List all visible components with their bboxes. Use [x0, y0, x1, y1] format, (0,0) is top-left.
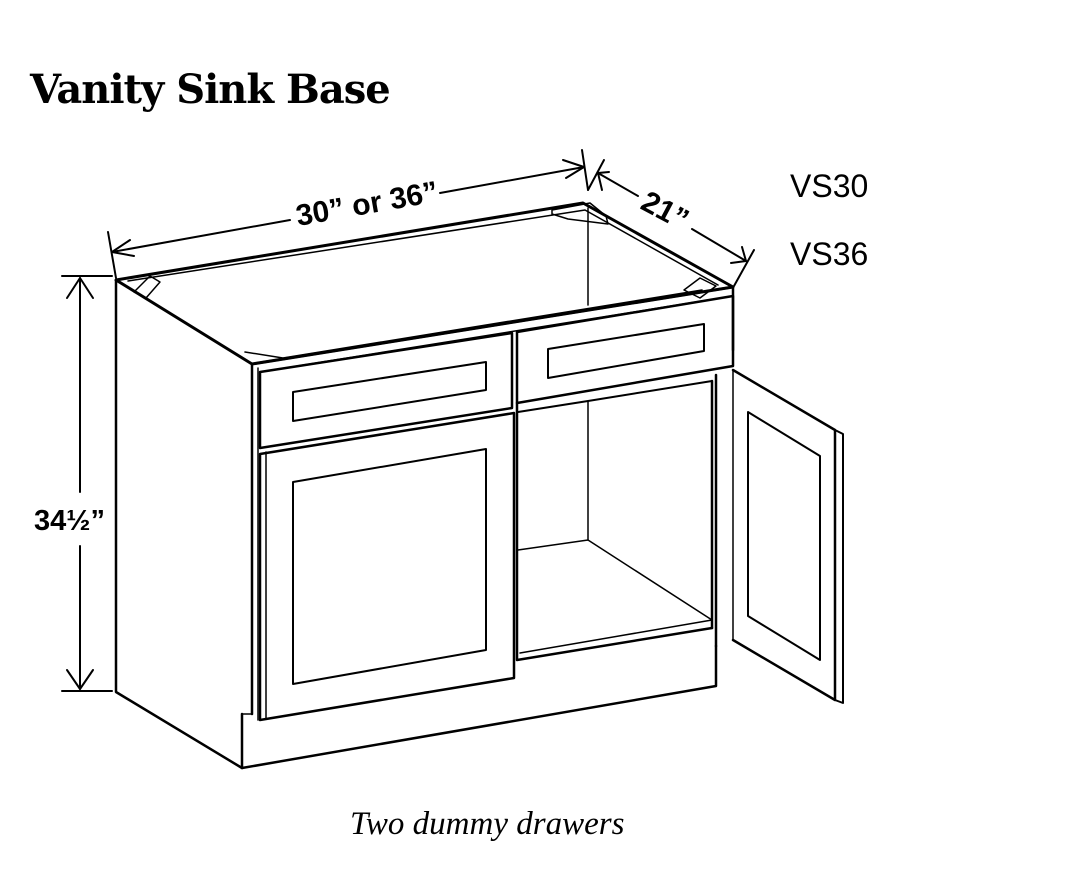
- width-arrowhead-left: [111, 239, 135, 257]
- depth-dimension-line-lower: [691, 228, 747, 262]
- diagram-title: Vanity Sink Base: [30, 66, 391, 113]
- model-code-vs36: VS36: [790, 236, 869, 272]
- model-code-vs30: VS30: [790, 168, 869, 204]
- cabinet-illustration: [114, 201, 844, 770]
- width-arrowhead-right: [562, 159, 585, 179]
- width-dimension-line-left: [111, 219, 291, 253]
- depth-arrowhead-upper: [597, 171, 610, 191]
- cabinet-left-side: [114, 278, 244, 770]
- depth-dimension-label: 21”: [636, 185, 694, 237]
- height-arrowhead-top: [66, 277, 94, 299]
- toe-kick: [240, 644, 718, 770]
- right-door-open: [731, 368, 837, 702]
- depth-dimension-line-upper: [597, 172, 639, 197]
- dummy-drawer-left: [258, 331, 514, 450]
- height-arrowhead-bottom: [66, 669, 94, 690]
- cabinet-top: [114, 201, 735, 366]
- height-dimension: 34½”: [34, 275, 113, 692]
- width-dimension-line-right: [439, 166, 585, 194]
- dummy-drawer-right: [515, 294, 735, 405]
- corner-bracket-back: [551, 202, 609, 225]
- corner-bracket-right: [683, 277, 717, 299]
- left-door: [258, 411, 516, 722]
- width-dimension-label: 30” or 36”: [293, 175, 440, 232]
- diagram-caption: Two dummy drawers: [350, 806, 625, 842]
- depth-dimension: 21”: [587, 159, 755, 287]
- height-dimension-label: 34½”: [34, 505, 105, 537]
- depth-arrowhead-lower: [730, 246, 747, 264]
